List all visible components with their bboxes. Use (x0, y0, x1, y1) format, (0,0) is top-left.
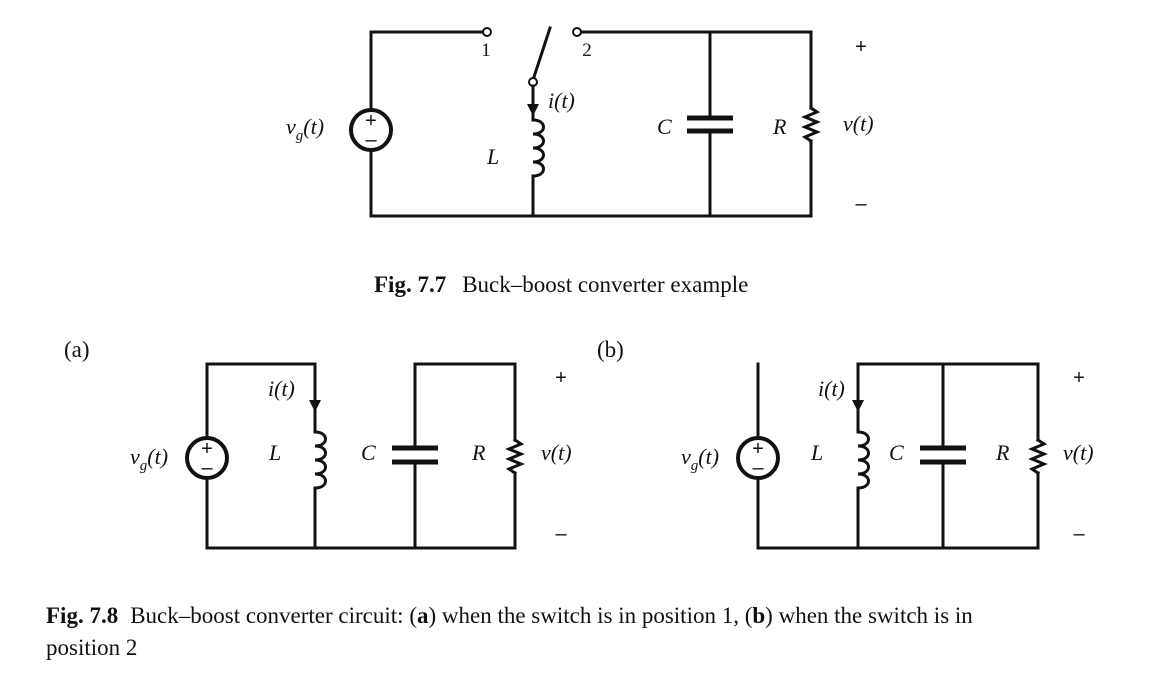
resistor-zigzag-icon (1028, 437, 1048, 476)
inductor-coil-icon (313, 430, 327, 490)
output-minus-sign: – (1073, 523, 1085, 545)
voltage-source-icon (185, 436, 229, 480)
source-plus-sign: + (365, 110, 377, 132)
source-label: vg(t) (130, 444, 168, 474)
source-label: vg(t) (681, 444, 719, 474)
output-voltage-label: v(t) (1063, 440, 1094, 465)
current-arrow-icon (852, 400, 864, 412)
current-label: i(t) (268, 376, 295, 401)
wire-b-top (856, 362, 1040, 442)
fig-7-7-circuit: + – vg(t) 1 2 i(t) L C R v(t) + – (286, 26, 874, 218)
output-voltage-label: v(t) (541, 440, 572, 465)
inductor-label: L (268, 440, 281, 465)
output-plus-sign: + (1073, 367, 1085, 389)
capacitor-label: C (361, 440, 376, 465)
output-minus-sign: – (855, 193, 867, 215)
switch-position-1-label: 1 (481, 40, 491, 61)
wire-a-top-left (205, 362, 317, 442)
capacitor-label: C (889, 440, 904, 465)
wire-top-left (369, 30, 486, 112)
source-minus-sign: – (752, 457, 764, 479)
wire-bottom (369, 148, 813, 218)
resistor-zigzag-icon (801, 105, 821, 144)
source-minus-sign: – (365, 129, 377, 151)
inductor-label: L (810, 440, 823, 465)
current-arrow-icon (309, 400, 321, 412)
panel-a-label: (a) (64, 337, 90, 362)
fig-7-8-caption-line-2: position 2 (46, 635, 137, 660)
source-plus-sign: + (201, 438, 213, 460)
panel-b-label: (b) (597, 337, 624, 362)
inductor-coil-icon (856, 430, 870, 490)
wire-b-bottom (756, 476, 1040, 550)
source-minus-sign: – (201, 457, 213, 479)
source-label: vg(t) (286, 114, 324, 144)
output-minus-sign: – (555, 523, 567, 545)
resistor-zigzag-icon (505, 437, 525, 476)
capacitor-label: C (657, 114, 672, 139)
wire-a-top-right (413, 362, 517, 442)
fig-7-8b-circuit: + – vg(t) i(t) L C R v(t) + – (681, 362, 1094, 550)
inductor-coil-icon (531, 118, 545, 178)
source-plus-sign: + (752, 438, 764, 460)
resistor-label: R (995, 440, 1010, 465)
inductor-label: L (486, 144, 499, 169)
voltage-source-icon (349, 108, 393, 152)
switch-contact-2 (572, 27, 582, 37)
fig-7-8a-circuit: + – vg(t) i(t) L C R v(t) + – (130, 362, 572, 550)
switch-blade (531, 26, 552, 82)
current-label: i(t) (548, 88, 575, 113)
resistor-label: R (772, 114, 787, 139)
current-arrow-icon (527, 104, 539, 116)
switch-contact-1 (482, 27, 492, 37)
output-voltage-label: v(t) (843, 111, 874, 136)
current-label: i(t) (818, 376, 845, 401)
output-plus-sign: + (555, 367, 567, 389)
resistor-label: R (471, 440, 486, 465)
switch-position-2-label: 2 (582, 40, 592, 61)
output-plus-sign: + (855, 36, 867, 58)
voltage-source-icon (736, 436, 780, 480)
wire-a-bottom (205, 476, 517, 550)
